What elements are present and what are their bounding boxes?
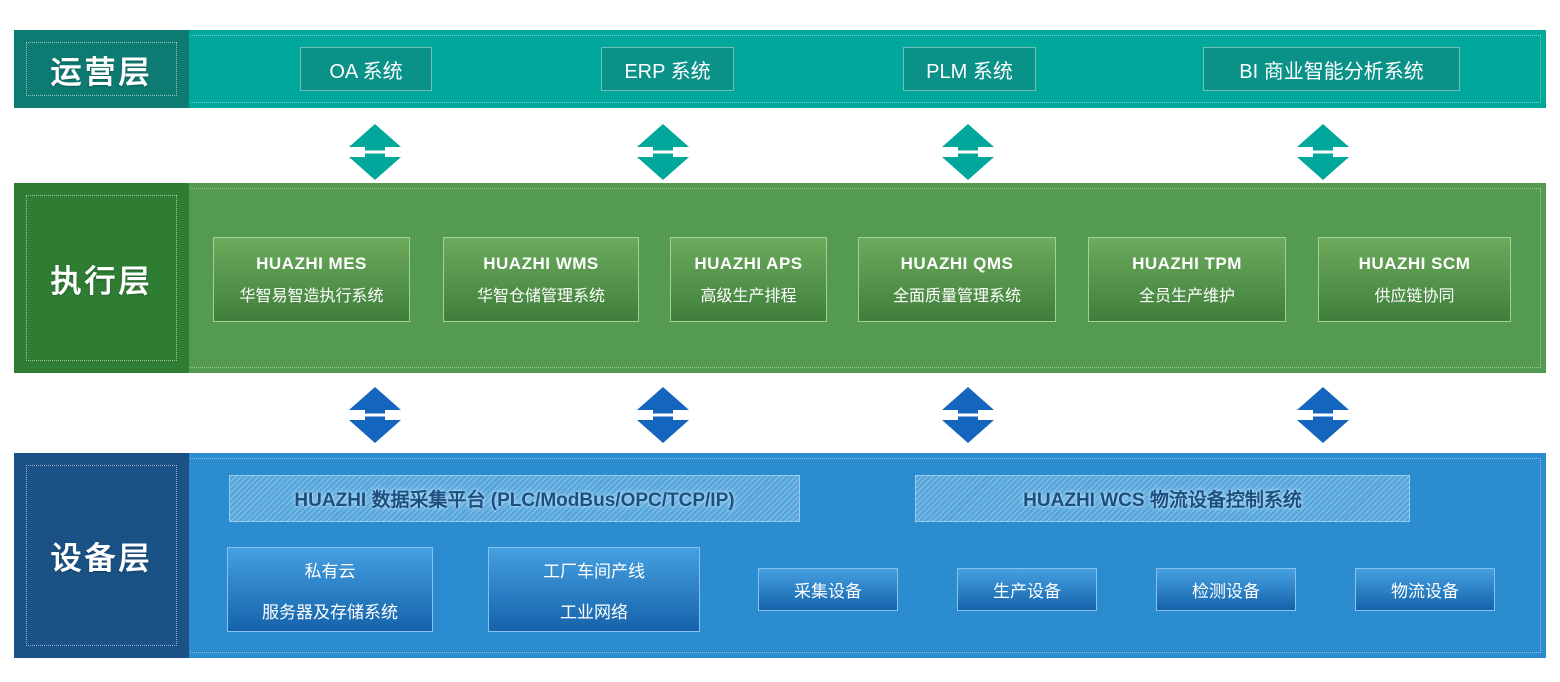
mes-title: HUAZHI MES <box>256 253 367 273</box>
scm-subtitle: 供应链协同 <box>1374 287 1455 305</box>
up-down-arrow-icon <box>942 124 994 180</box>
logistics-device-box: 物流设备 <box>1355 568 1495 611</box>
device-layer-label: 设备层 <box>26 465 177 646</box>
wms-title: HUAZHI WMS <box>483 253 599 273</box>
up-down-arrow-icon <box>942 387 994 443</box>
execution-layer-label-block: 执行层 <box>14 183 189 373</box>
qms-title: HUAZHI QMS <box>900 253 1014 273</box>
plm-system-box: PLM 系统 <box>903 47 1036 91</box>
up-down-arrow-icon <box>349 124 401 180</box>
exec-box-tpm: HUAZHI TPM 全员生产维护 <box>1088 237 1286 322</box>
exec-box-wms: HUAZHI WMS 华智仓储管理系统 <box>443 237 639 322</box>
oa-system-box: OA 系统 <box>300 47 432 91</box>
up-down-arrow-icon <box>637 387 689 443</box>
execution-layer-band: 执行层 HUAZHI MES 华智易智造执行系统 HUAZHI WMS 华智仓储… <box>14 183 1546 373</box>
tpm-title: HUAZHI TPM <box>1132 253 1242 273</box>
device-layer-band: 设备层 HUAZHI 数据采集平台 (PLC/ModBus/OPC/TCP/IP… <box>14 453 1546 658</box>
tpm-subtitle: 全员生产维护 <box>1138 287 1235 305</box>
mes-subtitle: 华智易智造执行系统 <box>239 287 384 305</box>
private-cloud-box: 私有云 服务器及存储系统 <box>227 547 433 632</box>
exec-box-mes: HUAZHI MES 华智易智造执行系统 <box>213 237 410 322</box>
up-down-arrow-icon <box>1297 387 1349 443</box>
factory-network-line1: 工厂车间产线 <box>543 561 645 581</box>
operations-layer-label: 运营层 <box>26 42 177 96</box>
private-cloud-line2: 服务器及存储系统 <box>262 602 398 622</box>
wcs-platform-bar: HUAZHI WCS 物流设备控制系统 <box>915 475 1410 522</box>
up-down-arrow-icon <box>1297 124 1349 180</box>
data-collection-platform-bar: HUAZHI 数据采集平台 (PLC/ModBus/OPC/TCP/IP) <box>229 475 800 522</box>
aps-title: HUAZHI APS <box>694 253 803 273</box>
qms-subtitle: 全面质量管理系统 <box>892 287 1021 305</box>
aps-subtitle: 高级生产排程 <box>700 287 797 305</box>
exec-box-qms: HUAZHI QMS 全面质量管理系统 <box>858 237 1056 322</box>
collection-device-box: 采集设备 <box>758 568 898 611</box>
inspection-device-box: 检测设备 <box>1156 568 1296 611</box>
exec-box-aps: HUAZHI APS 高级生产排程 <box>670 237 827 322</box>
factory-network-line2: 工业网络 <box>560 602 628 622</box>
erp-system-box: ERP 系统 <box>601 47 734 91</box>
operations-layer-label-block: 运营层 <box>14 30 189 108</box>
private-cloud-line1: 私有云 <box>304 561 356 581</box>
production-device-box: 生产设备 <box>957 568 1097 611</box>
factory-network-box: 工厂车间产线 工业网络 <box>488 547 700 632</box>
device-layer-label-block: 设备层 <box>14 453 189 658</box>
operations-layer-band: 运营层 OA 系统 ERP 系统 PLM 系统 BI 商业智能分析系统 <box>14 30 1546 108</box>
bi-system-box: BI 商业智能分析系统 <box>1203 47 1460 91</box>
scm-title: HUAZHI SCM <box>1358 253 1471 273</box>
wms-subtitle: 华智仓储管理系统 <box>476 287 605 305</box>
execution-layer-label: 执行层 <box>26 195 177 361</box>
up-down-arrow-icon <box>637 124 689 180</box>
exec-box-scm: HUAZHI SCM 供应链协同 <box>1318 237 1511 322</box>
up-down-arrow-icon <box>349 387 401 443</box>
